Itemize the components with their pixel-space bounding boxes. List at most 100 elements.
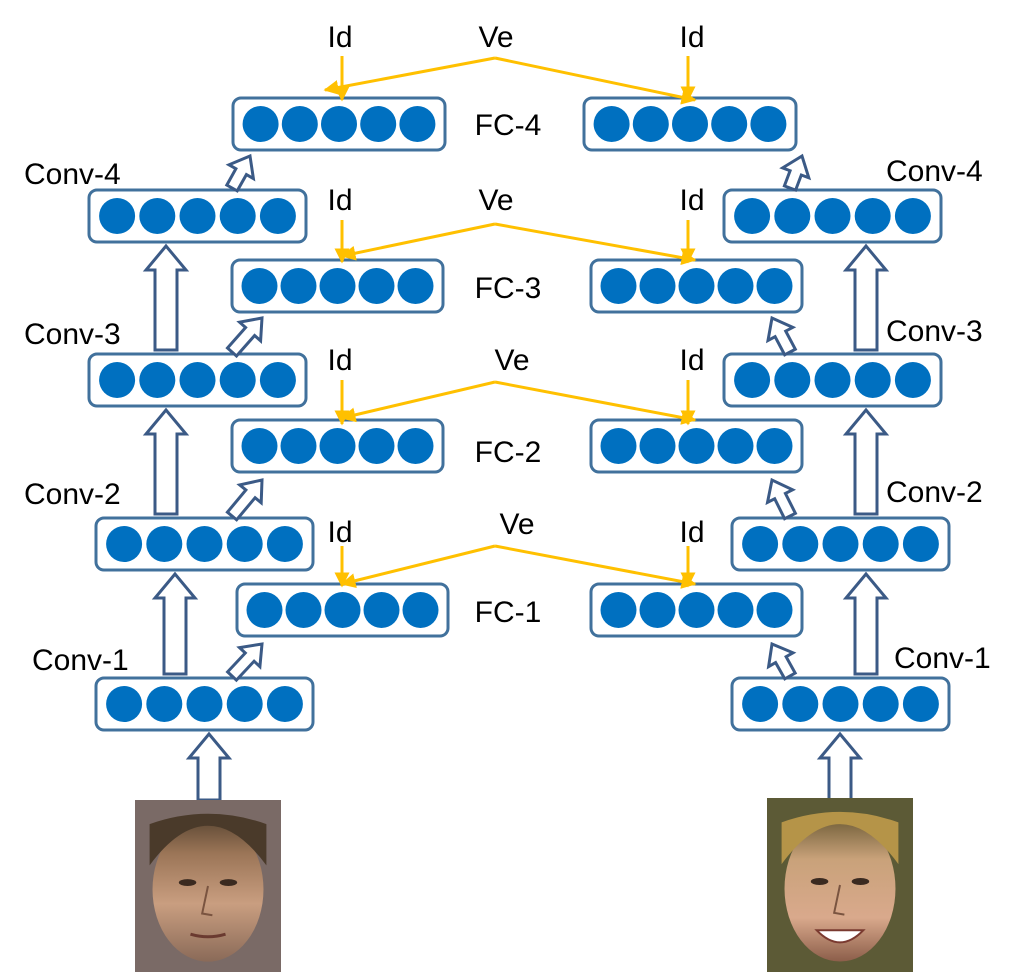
conv2-label-right: Conv-2 [886, 476, 983, 509]
conv1-label-left: Conv-1 [32, 644, 129, 677]
conv1-left-layer [94, 676, 315, 732]
fc4-ve-label: Ve [478, 21, 513, 54]
fc2-right-layer-neuron [756, 428, 793, 464]
fc1-left-layer-neuron [285, 592, 322, 628]
conv1-right-layer-neuron [782, 686, 819, 722]
conv1-to-conv2-arrow-left [151, 571, 199, 676]
fc1-id-label-right: Id [679, 516, 704, 549]
fc2-right-layer-neuron [600, 428, 637, 464]
fc4-right-layer-neuron [593, 106, 630, 142]
fc2-id-label-left: Id [327, 344, 352, 377]
fc3-id-label-right: Id [679, 184, 704, 217]
conv3-left-layer-neuron [179, 362, 216, 398]
fc2-ve-arrow-right [494, 380, 697, 425]
fc3-right-layer-neuron [717, 268, 754, 304]
conv3-right-layer-neuron [854, 362, 891, 398]
conv2-left-layer-neuron [266, 526, 303, 562]
fc3-ve-label: Ve [478, 184, 513, 217]
conv4-label-right: Conv-4 [886, 155, 983, 188]
fc4-ve-arrow-left [323, 56, 496, 95]
conv2-right-layer-neuron [862, 526, 899, 562]
conv4-to-fc4-arrow-left [224, 153, 256, 193]
conv1-right-layer-neuron [822, 686, 859, 722]
conv2-left-layer-neuron [146, 526, 183, 562]
conv3-right-layer-neuron [774, 362, 811, 398]
fc1-left-layer-neuron [402, 592, 439, 628]
fc1-left-layer-neuron [363, 592, 400, 628]
conv1-left-layer-neuron [146, 686, 183, 722]
fc4-right-layer-neuron [750, 106, 787, 142]
fc1-ve-label: Ve [499, 508, 534, 541]
fc3-left-layer-neuron [241, 268, 278, 304]
conv1-to-fc1-arrow-right [766, 641, 798, 681]
conv3-to-conv4-arrow-left [142, 243, 190, 352]
fc2-left-layer [230, 418, 445, 474]
conv2-label-left: Conv-2 [24, 478, 121, 511]
conv2-to-fc2-arrow-left [225, 478, 264, 522]
fc1-left-layer-neuron [246, 592, 283, 628]
conv4-right-layer-neuron [814, 198, 851, 234]
face-photo-left [135, 800, 281, 972]
conv4-left-layer-neuron [259, 198, 296, 234]
conv1-right-layer-neuron [902, 686, 939, 722]
conv3-right-layer [722, 352, 943, 408]
fc1-right-layer-neuron [756, 592, 793, 628]
conv4-left-layer-neuron [219, 198, 256, 234]
fc1-right-layer-neuron [717, 592, 754, 628]
conv4-right-layer-neuron [854, 198, 891, 234]
conv2-right-layer [730, 516, 951, 572]
fc4-right-layer-neuron [711, 106, 748, 142]
fc3-right-layer-neuron [756, 268, 793, 304]
conv2-right-layer-neuron [782, 526, 819, 562]
fc3-label: FC-3 [475, 272, 542, 305]
conv2-right-layer-neuron [822, 526, 859, 562]
conv2-left-layer-neuron [106, 526, 143, 562]
fc4-left-layer [231, 96, 447, 152]
fc3-ve-arrow-right [494, 222, 697, 265]
fc3-right-layer-neuron [678, 268, 715, 304]
fc1-ve-arrow-left [340, 544, 496, 589]
conv2-right-layer-neuron [902, 526, 939, 562]
conv3-right-layer-neuron [734, 362, 771, 398]
conv3-to-conv4-arrow-right [842, 243, 890, 352]
conv2-left-layer [94, 516, 315, 572]
fc3-left-layer-neuron [280, 268, 317, 304]
fc2-ve-label: Ve [494, 344, 529, 377]
face-photo-right [767, 798, 913, 972]
fc2-label: FC-2 [475, 436, 542, 469]
fc1-right-layer-neuron [678, 592, 715, 628]
fc2-left-layer-neuron [241, 428, 278, 464]
fc4-right-layer [582, 96, 798, 152]
fc1-right-layer [589, 582, 804, 638]
conv2-to-conv3-arrow-right [842, 407, 890, 516]
conv4-label-left: Conv-4 [24, 158, 121, 191]
fc4-label: FC-4 [475, 109, 542, 142]
fc3-left-layer [230, 258, 445, 314]
conv4-left-layer-neuron [139, 198, 176, 234]
conv1-left-layer-neuron [186, 686, 223, 722]
conv2-left-layer-neuron [186, 526, 223, 562]
fc3-ve-arrow-left [340, 222, 496, 261]
conv1-label-right: Conv-1 [894, 642, 991, 675]
fc2-right-layer-neuron [639, 428, 676, 464]
fc2-ve-arrow-left [340, 380, 496, 423]
fc1-id-label-left: Id [327, 516, 352, 549]
fc3-left-layer-neuron [319, 268, 356, 304]
conv4-to-fc4-arrow-right [779, 153, 812, 193]
conv1-left-layer-neuron [266, 686, 303, 722]
fc2-right-layer [589, 418, 804, 474]
fc3-id-label-left: Id [327, 184, 352, 217]
fc3-right-layer-neuron [639, 268, 676, 304]
conv1-right-layer-neuron [742, 686, 779, 722]
fc4-left-layer-neuron [399, 106, 436, 142]
conv3-to-fc3-arrow-right [765, 315, 798, 357]
conv3-left-layer-neuron [219, 362, 256, 398]
conv3-left-layer-neuron [259, 362, 296, 398]
conv1-right-layer [730, 676, 951, 732]
conv2-left-layer-neuron [226, 526, 263, 562]
conv4-left-layer-neuron [99, 198, 136, 234]
conv1-right-layer-neuron [862, 686, 899, 722]
fc2-left-layer-neuron [358, 428, 395, 464]
